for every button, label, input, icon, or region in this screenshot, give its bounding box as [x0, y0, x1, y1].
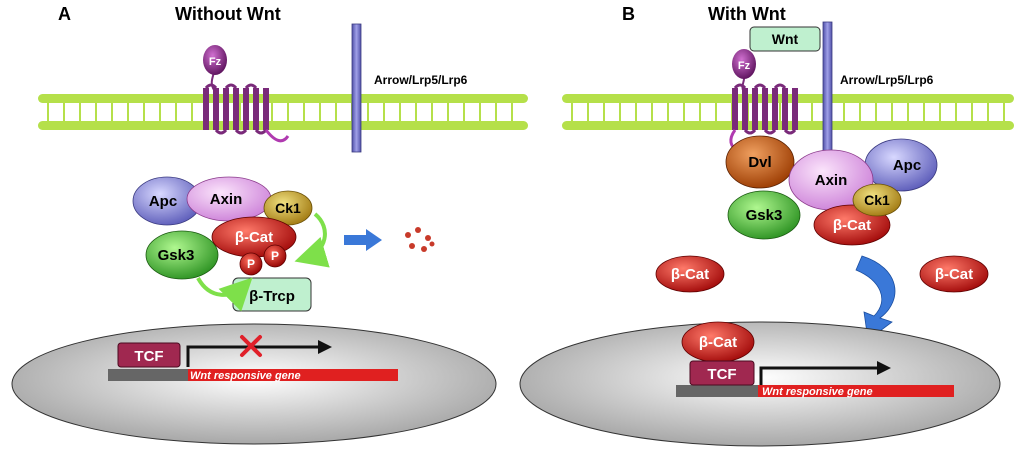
gsk3-protein-a — [145, 230, 219, 280]
wnt-ligand-label: Wnt — [772, 31, 799, 47]
gsk3-protein-b — [727, 190, 801, 240]
transcription-arrow-a — [186, 345, 320, 367]
tcf-label-b: TCF — [707, 366, 736, 383]
dvl-label-b: Dvl — [748, 154, 771, 171]
ck1-label-b: Ck1 — [864, 192, 890, 208]
frizzled-label-a: Fz — [209, 56, 222, 68]
wnt-gene-bar-a — [188, 369, 398, 381]
free-beta-catenin-left — [655, 255, 725, 293]
receptor-label-b: Arrow/Lrp5/Lrp6 — [840, 73, 934, 87]
axin-label-a: Axin — [210, 191, 243, 208]
receptor-label-a: Arrow/Lrp5/Lrp6 — [374, 73, 468, 87]
dvl-protein-b — [725, 135, 795, 189]
free-beta-catenin-right-label: β-Cat — [935, 266, 973, 283]
green-arrow-gsk3 — [196, 276, 253, 312]
transcription-arrowhead-a — [318, 340, 332, 354]
frizzled-receptor-a — [203, 45, 290, 143]
phosphate-2-a — [263, 244, 287, 268]
gsk3-label-b: Gsk3 — [746, 207, 783, 224]
phosphate-1-label-a: P — [247, 257, 255, 271]
frizzled-receptor-b — [729, 49, 798, 154]
apc-label-b: Apc — [893, 157, 921, 174]
phosphate-2-label-a: P — [271, 249, 279, 263]
tcf-label-a: TCF — [134, 348, 163, 365]
lrp-receptor-b — [822, 21, 833, 171]
ck1-label-a: Ck1 — [275, 200, 301, 216]
beta-trcp-label-a: β-Trcp — [249, 288, 295, 305]
beta-catenin-complex-label-b: β-Cat — [833, 217, 871, 234]
blocked-x-icon — [240, 335, 262, 357]
panel-a-letter: A — [58, 4, 71, 24]
lrp-receptor-a — [351, 23, 362, 153]
nuclear-beta-catenin-label: β-Cat — [699, 334, 737, 351]
gsk3-label-a: Gsk3 — [158, 247, 195, 264]
apc-label-a: Apc — [149, 193, 177, 210]
tcf-box-a — [117, 342, 181, 368]
free-beta-catenin-left-label: β-Cat — [671, 266, 709, 283]
green-arrow-ck1 — [294, 212, 330, 268]
degraded-fragments — [405, 227, 435, 252]
wnt-ligand-box — [749, 26, 821, 52]
wnt-gene-label-b: Wnt responsive gene — [762, 386, 873, 398]
ck1-protein-b — [852, 183, 902, 217]
degradation-arrow — [344, 229, 382, 251]
transcription-arrowhead-b — [877, 361, 891, 375]
beta-catenin-label-a: β-Cat — [235, 229, 273, 246]
transcription-arrow-b — [759, 366, 879, 385]
panel-b-letter: B — [622, 4, 635, 24]
wnt-gene-label-a: Wnt responsive gene — [190, 370, 301, 382]
panel-b-title: With Wnt — [708, 4, 786, 24]
tcf-box-b — [689, 360, 755, 386]
phosphate-1-a — [239, 252, 263, 276]
axin-label-b: Axin — [815, 172, 848, 189]
free-beta-catenin-right — [919, 255, 989, 293]
wnt-gene-bar-b — [758, 385, 954, 397]
cell-membrane-a — [38, 94, 528, 130]
panel-a-title: Without Wnt — [175, 4, 281, 24]
frizzled-label-b: Fz — [738, 60, 751, 72]
